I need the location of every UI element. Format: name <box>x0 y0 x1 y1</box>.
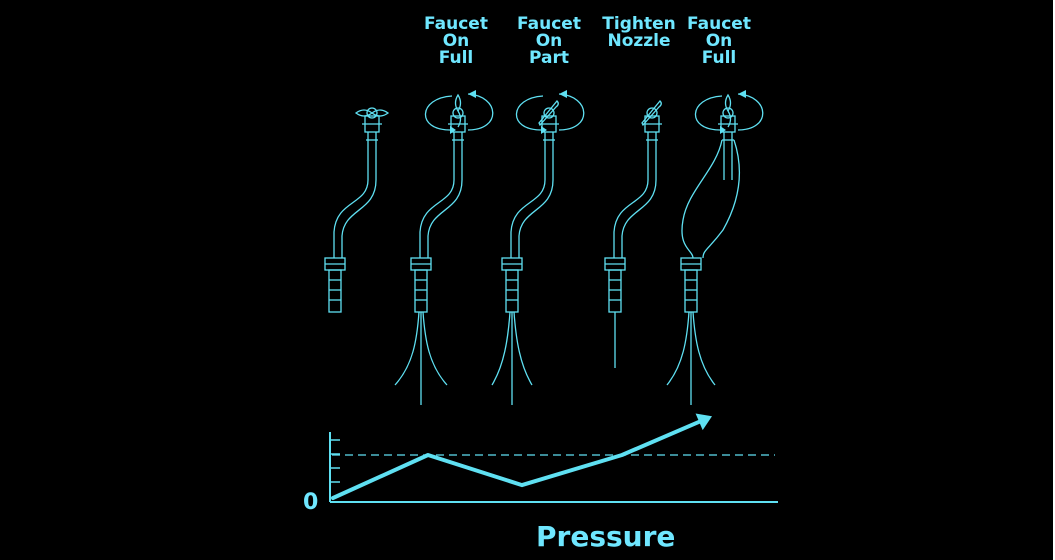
nozzle-icon <box>505 269 519 313</box>
arrowhead-icon <box>720 126 726 134</box>
spray-right <box>692 311 716 386</box>
pressure-graph <box>329 413 778 503</box>
spray-left <box>491 311 511 386</box>
arrowhead-icon <box>450 126 456 134</box>
rotate-arrow-right-icon <box>737 93 764 131</box>
hose-curve-left <box>333 179 369 258</box>
nozzle-icon <box>684 269 698 313</box>
faucet-stem-icon <box>366 107 378 119</box>
hose-curve-right <box>341 179 377 258</box>
faucet-handle-icon <box>354 109 390 117</box>
y-ticks <box>330 439 340 483</box>
origin-label: 0 <box>303 490 319 515</box>
spray-right <box>513 311 533 386</box>
pressure-arrowhead <box>695 413 712 431</box>
faucet-handle-icon <box>724 93 732 128</box>
hose-group <box>324 90 764 405</box>
rotate-arrow-right-icon <box>467 93 494 131</box>
faucet-handle-icon <box>538 100 559 127</box>
rotate-arrow-left-icon <box>694 95 723 131</box>
hose-bulge-right <box>702 139 740 259</box>
faucet-stem-icon <box>543 107 555 119</box>
faucet-handle-icon <box>641 100 662 127</box>
nozzle-icon <box>414 269 428 313</box>
nozzle-icon <box>608 269 622 313</box>
spray-right <box>422 311 448 386</box>
hose-curve-right <box>427 179 463 258</box>
pressure-line <box>331 419 702 500</box>
hose-3 <box>491 90 585 405</box>
spray-left <box>666 311 690 386</box>
x-axis-label: Pressure <box>536 520 676 553</box>
faucet-stem-icon <box>722 107 734 119</box>
hose-5 <box>666 90 764 405</box>
hose-4 <box>604 100 662 368</box>
arrowhead-icon <box>738 90 746 98</box>
hose-curve-left <box>613 179 649 258</box>
hose-curve-right <box>621 179 657 258</box>
hose-bulge-left <box>681 139 723 259</box>
rotate-arrow-left-icon <box>424 95 453 131</box>
rotate-arrow-right-icon <box>558 93 585 131</box>
arrowhead-icon <box>559 90 567 98</box>
hose-curve-left <box>419 179 455 258</box>
hose-1 <box>324 107 390 313</box>
arrowhead-icon <box>468 90 476 98</box>
faucet-handle-icon <box>454 93 462 128</box>
faucet-stem-icon <box>452 107 464 119</box>
spray-left <box>394 311 420 386</box>
hose-2 <box>394 90 494 405</box>
hose-curve-left <box>510 179 546 258</box>
nozzle-icon <box>328 269 342 313</box>
rotate-arrow-left-icon <box>515 95 544 131</box>
hose-curve-right <box>518 179 554 258</box>
faucet-stem-icon <box>646 107 658 119</box>
arrowhead-icon <box>541 126 547 134</box>
